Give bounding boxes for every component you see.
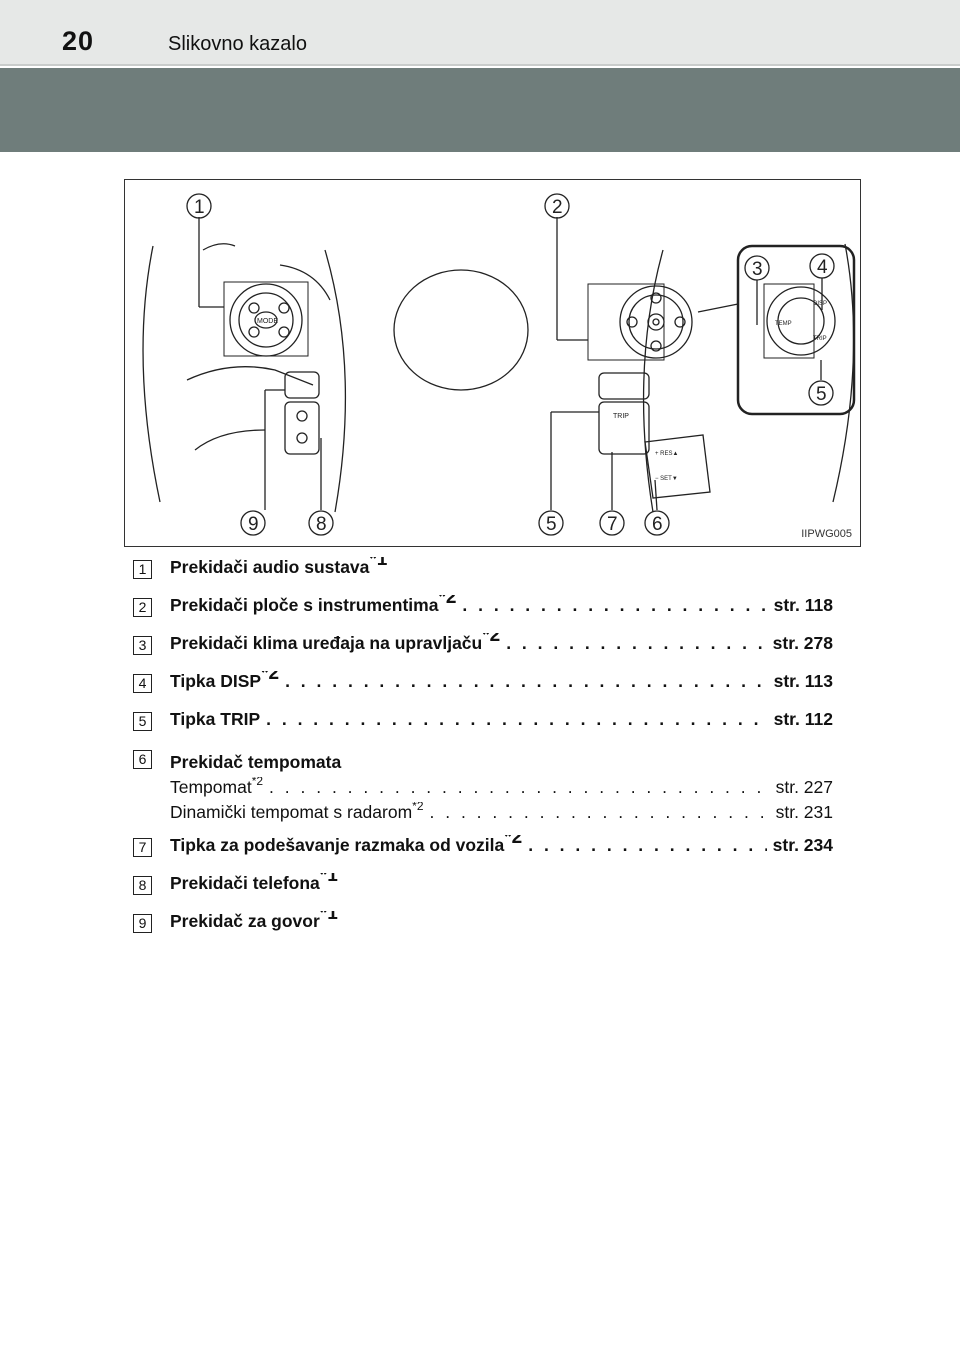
item-label: Tipka DISP	[170, 671, 262, 691]
trip-label: TRIP	[613, 413, 629, 420]
svg-text:6: 6	[652, 514, 663, 535]
svg-text:TEMP: TEMP	[775, 321, 792, 327]
svg-text:4: 4	[817, 257, 828, 278]
item-label: Tipka za podešavanje razmaka od vozila	[170, 835, 505, 855]
callout-6: 6	[644, 510, 670, 536]
page-reference[interactable]: str. 113	[773, 671, 833, 691]
legend-item-9: 9 Prekidač za govor*1	[133, 911, 833, 949]
steering-wheel-figure: MODE TRIP + RES▲ − SET▼ TEMP DISP TRIP	[124, 179, 861, 547]
page-reference[interactable]: str. 227	[775, 777, 833, 797]
footnote-mark: *2	[251, 777, 264, 788]
legend-item-3: 3 Prekidači klima uređaja na upravljaču*…	[133, 633, 833, 671]
callout-9: 9	[240, 510, 266, 536]
page-reference[interactable]: str. 118	[773, 595, 833, 615]
wheel-rim-right	[832, 243, 855, 503]
item-number: 8	[133, 876, 152, 895]
legend-item-8: 8 Prekidači telefona*1	[133, 873, 833, 911]
callout-8: 8	[308, 510, 334, 536]
item-number: 9	[133, 914, 152, 933]
svg-text:7: 7	[607, 514, 618, 535]
callout-4: 4	[809, 253, 835, 279]
section-banner	[0, 68, 960, 152]
footnote-mark: *2	[504, 835, 523, 848]
svg-text:5: 5	[816, 384, 827, 405]
climate-inset	[736, 244, 856, 416]
legend-item-6: 6 Prekidač tempomata Tempomat*2str. 227 …	[133, 747, 833, 835]
item-number: 7	[133, 838, 152, 857]
talk-button	[284, 371, 320, 399]
page-reference[interactable]: str. 112	[773, 709, 833, 729]
footnote-mark: *1	[369, 557, 388, 570]
legend-item-7: 7 Tipka za podešavanje razmaka od vozila…	[133, 835, 833, 873]
svg-text:1: 1	[194, 197, 205, 218]
page-reference[interactable]: str. 278	[772, 633, 833, 653]
item-label: Prekidač za govor	[170, 911, 320, 931]
steering-wheel-illustration: MODE TRIP + RES▲ − SET▼ TEMP DISP TRIP	[142, 193, 856, 536]
svg-text:8: 8	[316, 514, 327, 535]
item-number: 4	[133, 674, 152, 693]
footnote-mark: *1	[319, 911, 338, 924]
svg-text:DISP: DISP	[813, 301, 827, 307]
mode-label: MODE	[257, 318, 278, 325]
callout-5: 5	[538, 510, 564, 536]
legend-list: 1 Prekidači audio sustava*1 2 Prekidači …	[133, 557, 833, 949]
footnote-mark: *2	[482, 633, 501, 646]
sub-item-radar-cruise-control: Dinamički tempomat s radarom*2str. 231	[170, 802, 833, 823]
item-number: 3	[133, 636, 152, 655]
item-label: Prekidači ploče s instrumentima	[170, 595, 439, 615]
item-label: Prekidači audio sustava	[170, 557, 370, 577]
page-number: 20	[62, 26, 95, 56]
item-number: 5	[133, 712, 152, 731]
svg-text:9: 9	[248, 514, 259, 535]
phone-buttons	[284, 401, 320, 455]
page-reference[interactable]: str. 231	[775, 802, 833, 822]
svg-text:2: 2	[552, 197, 563, 218]
item-number: 1	[133, 560, 152, 579]
figure-code: IIPWG005	[801, 528, 852, 540]
item-number: 2	[133, 598, 152, 617]
wheel-rim-left	[142, 245, 161, 503]
item-label: Prekidači klima uređaja na upravljaču	[170, 633, 483, 653]
callout-1: 1	[186, 193, 212, 219]
legend-item-5: 5 Tipka TRIP str. 112	[133, 709, 833, 747]
sub-item-cruise-control: Tempomat*2str. 227	[170, 777, 833, 798]
section-title: Slikovno kazalo	[168, 33, 307, 55]
horn-pad	[393, 269, 529, 391]
svg-text:5: 5	[546, 514, 557, 535]
back-button	[598, 372, 650, 400]
item-label: Prekidač tempomata	[170, 752, 342, 772]
svg-text:TRIP: TRIP	[813, 336, 827, 342]
footnote-mark: *2	[261, 671, 280, 684]
svg-text:+ RES▲: + RES▲	[655, 451, 678, 457]
meter-switch-cluster	[619, 285, 693, 359]
page-header: 20 Slikovno kazalo	[0, 0, 960, 66]
callout-3: 3	[744, 255, 770, 281]
cruise-control-lever	[644, 434, 711, 499]
item-number: 6	[133, 750, 152, 769]
legend-item-1: 1 Prekidači audio sustava*1	[133, 557, 833, 595]
page-reference[interactable]: str. 234	[772, 835, 833, 855]
footnote-mark: *2	[438, 595, 457, 608]
svg-text:3: 3	[752, 259, 763, 280]
trip-buttons	[598, 401, 650, 455]
footnote-mark: *2	[412, 802, 424, 813]
legend-item-4: 4 Tipka DISP*2 str. 113	[133, 671, 833, 709]
item-label: Prekidači telefona	[170, 873, 320, 893]
item-label: Tipka TRIP	[170, 709, 261, 729]
footnote-mark: *1	[319, 873, 338, 886]
callout-5-inset: 5	[808, 380, 834, 406]
callout-2: 2	[544, 193, 570, 219]
callout-7: 7	[599, 510, 625, 536]
legend-item-2: 2 Prekidači ploče s instrumentima*2 str. …	[133, 595, 833, 633]
svg-text:− SET▼: − SET▼	[655, 476, 678, 482]
